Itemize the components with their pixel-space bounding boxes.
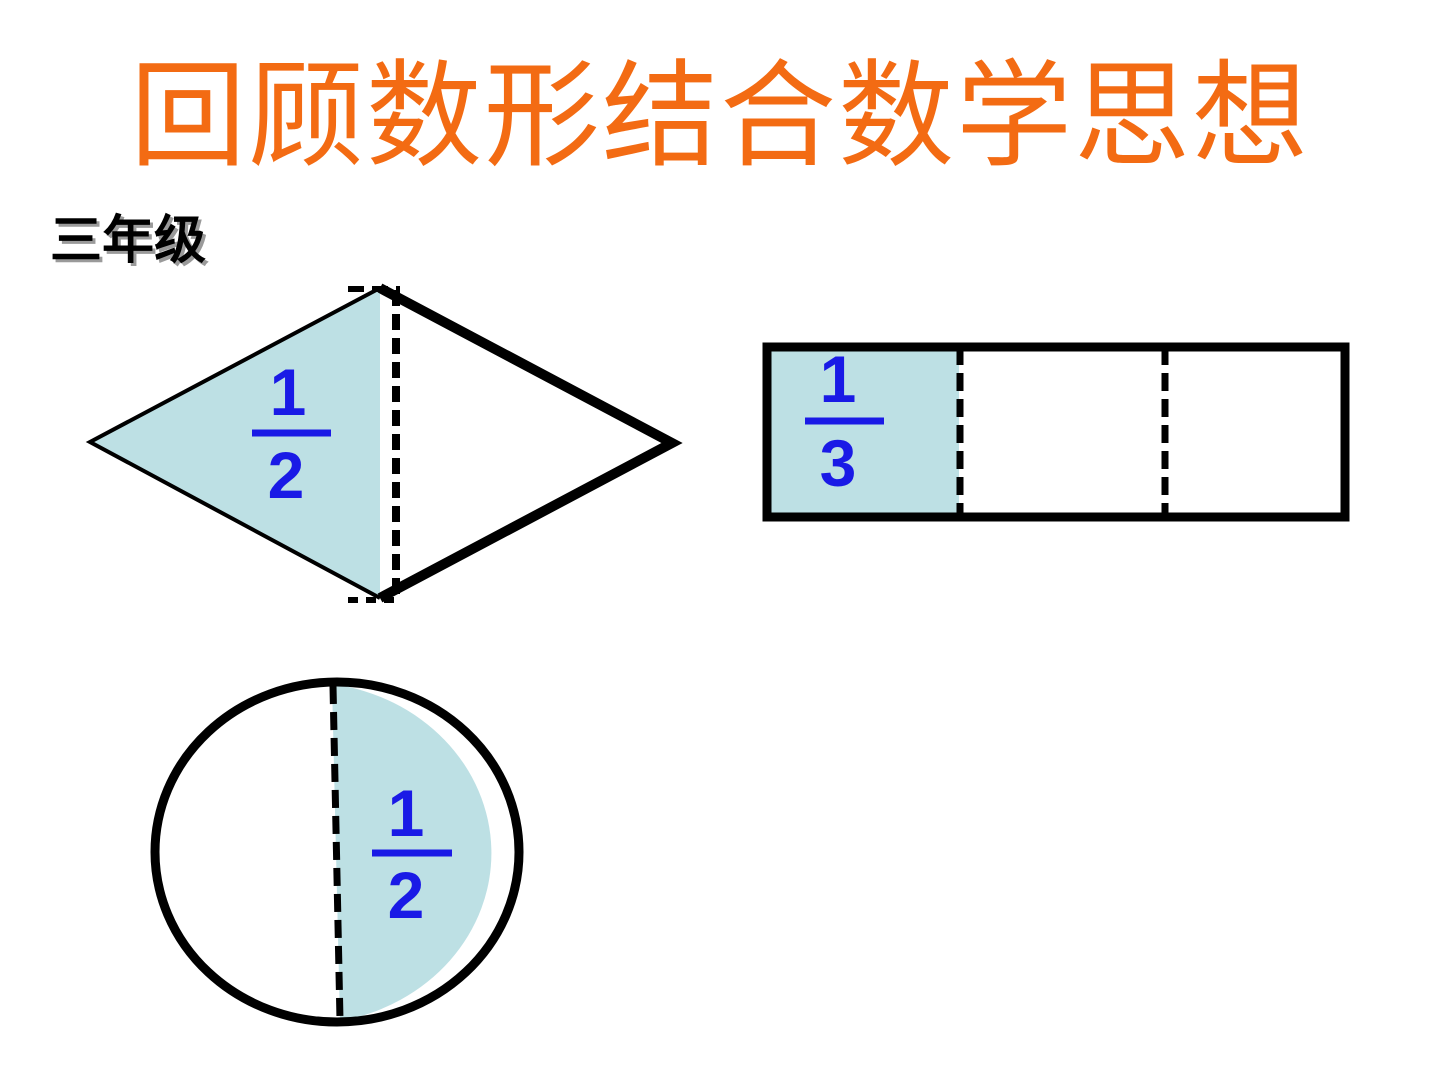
rectangle-fraction-numerator: 1 — [820, 342, 857, 416]
circle-figure: 1 2 — [150, 677, 524, 1027]
circle-outline — [150, 677, 524, 1027]
circle-dashed-divider — [329, 685, 344, 1021]
rhombus-fraction-numerator: 1 — [270, 355, 307, 429]
rhombus-right-outline — [377, 283, 683, 603]
circle-fraction-numerator: 1 — [388, 776, 425, 850]
rhombus-left-outline — [85, 286, 381, 600]
circle-fraction-denominator: 2 — [388, 858, 425, 932]
rectangle-outline — [762, 342, 1350, 522]
rectangle-shaded-third — [767, 347, 959, 517]
rectangle-fraction-denominator: 3 — [820, 426, 857, 500]
rhombus-fraction-denominator: 2 — [268, 438, 305, 512]
slide-title: 回顾数形结合数学思想 — [130, 49, 1310, 184]
grade-label: 三年级 — [50, 211, 207, 271]
rhombus-shaded-half — [90, 288, 380, 598]
rectangle-figure: 1 3 — [762, 342, 1350, 522]
rhombus-figure: 1 2 — [85, 283, 683, 603]
